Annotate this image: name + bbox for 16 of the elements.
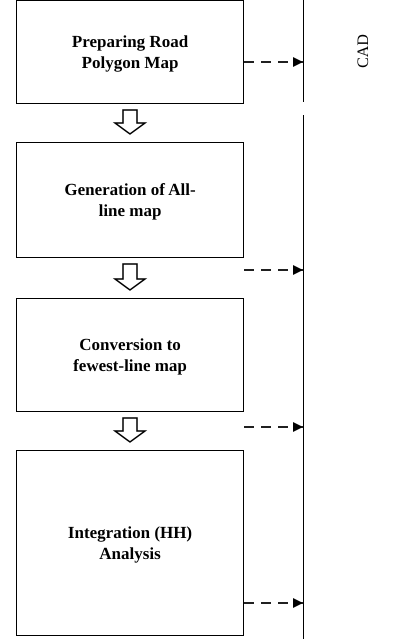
step-label: Integration (HH) Analysis — [66, 522, 194, 564]
dashed-arrow — [244, 598, 303, 608]
hollow-arrow — [112, 263, 148, 291]
dashed-arrow — [244, 265, 303, 275]
bar-label: CAD — [355, 34, 373, 68]
dashed-arrow — [244, 422, 303, 432]
hollow-arrow — [112, 109, 148, 135]
process-box — [16, 298, 244, 412]
step-label: Preparing Road Polygon Map — [70, 30, 190, 74]
step-label: Generation of All-line map — [63, 178, 197, 222]
process-box — [16, 0, 244, 104]
hollow-arrow — [112, 417, 148, 443]
process-box — [16, 450, 244, 636]
step-label: Conversion to fewest-line map — [72, 334, 188, 376]
process-box — [16, 142, 244, 258]
dashed-arrow — [244, 57, 303, 67]
